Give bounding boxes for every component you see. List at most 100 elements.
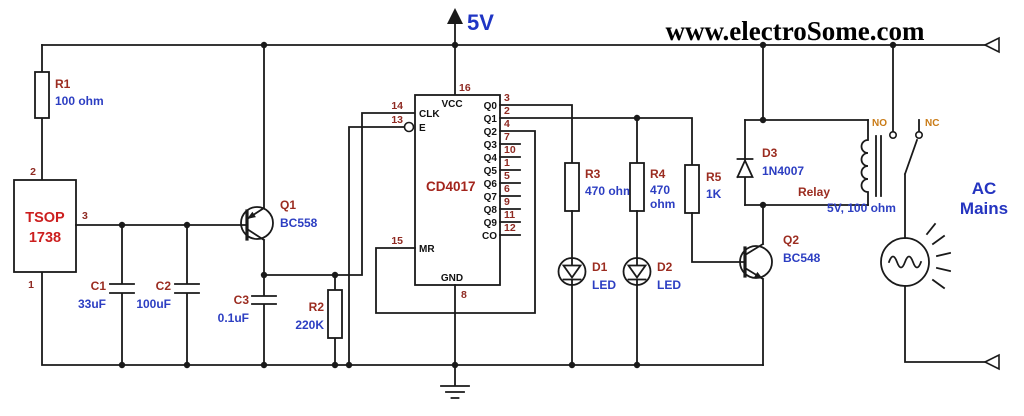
relay-coil-symbol — [860, 119, 869, 206]
ic-clk-label: CLK — [419, 109, 440, 120]
ac-label-1: AC — [972, 179, 997, 198]
q1-emitter-arrow-icon — [247, 211, 256, 219]
ic-co-num: 12 — [504, 222, 516, 234]
relay-and-d3: D3 1N4007 Relay 5V, 100 ohm — [736, 44, 896, 215]
r1-value: 100 ohm — [55, 94, 104, 108]
ic-q9-num: 11 — [504, 209, 515, 221]
ic-e-num: 13 — [391, 114, 403, 126]
q1-ref: Q1 — [280, 198, 296, 212]
no-contact — [888, 131, 897, 140]
ic-q2-label: Q2 — [484, 127, 498, 138]
ic-mr-label: MR — [419, 244, 435, 255]
ic-q0-label: Q0 — [484, 101, 498, 112]
ic-cd4017: CD4017 VCC 16 GND 8 CLK 14 E 13 MR 15 Q0… — [348, 82, 693, 366]
r2-value: 220K — [295, 318, 324, 332]
ac-terminal-bottom — [983, 353, 1000, 371]
transistor-q1: Q1 BC558 — [240, 44, 318, 276]
ground-symbol — [440, 364, 470, 399]
r4-value-1: 470 — [650, 183, 670, 197]
ic-q1-label: Q1 — [484, 114, 498, 125]
c2-value: 100uF — [136, 297, 171, 311]
tsop-symbol — [13, 179, 77, 273]
r1-ref: R1 — [55, 77, 71, 91]
resistor-r5: R5 1K — [684, 164, 746, 263]
ic-gnd-num: 8 — [461, 289, 467, 301]
supply-5v: 5V — [447, 8, 494, 96]
q1-value: BC558 — [280, 216, 318, 230]
ic-mr-num: 15 — [391, 235, 403, 247]
r5-ref: R5 — [706, 170, 722, 184]
c1-ref: C1 — [91, 279, 107, 293]
ic-vcc-num: 16 — [459, 82, 471, 94]
resistor-r1: R1 100 ohm — [34, 71, 104, 119]
r2-ref: R2 — [309, 300, 325, 314]
q2-emitter-arrow-icon — [754, 271, 763, 279]
q2-value: BC548 — [783, 251, 821, 265]
ic-q4-label: Q4 — [484, 153, 498, 164]
resistor-r2-symbol — [327, 289, 343, 339]
clock-node — [263, 112, 416, 276]
ac-terminal-top — [983, 36, 1000, 54]
capacitor-c1: C1 33uF — [78, 224, 135, 366]
ic-q7-num: 6 — [504, 183, 510, 195]
ic-q3-num: 7 — [504, 131, 510, 143]
ic-q3-label: Q3 — [484, 140, 498, 151]
tsop-pin-1: 1 — [28, 279, 34, 291]
ic-q8-num: 9 — [504, 196, 510, 208]
d2-value: LED — [657, 278, 681, 292]
c3-ref: C3 — [234, 293, 250, 307]
r5-value: 1K — [706, 187, 722, 201]
lamp-filament — [887, 255, 923, 269]
supply-arrow-icon — [447, 8, 463, 24]
supply-label: 5V — [467, 10, 494, 35]
ic-q7-label: Q7 — [484, 192, 498, 203]
r3-value: 470 ohm — [585, 184, 634, 198]
ic-q1-num: 2 — [504, 105, 510, 117]
ic-e-label: E — [419, 123, 426, 134]
ic-q6-label: Q6 — [484, 179, 498, 190]
led-d2: D2 LED — [622, 257, 681, 366]
c1-value: 33uF — [78, 297, 106, 311]
resistor-r2: R2 220K — [295, 274, 343, 366]
relay-contacts: NO NC — [872, 44, 939, 239]
ic-gnd-label: GND — [441, 273, 463, 284]
d1-ref: D1 — [592, 260, 608, 274]
tsop-pin-3: 3 — [82, 210, 88, 222]
d3-ref: D3 — [762, 146, 778, 160]
site-title: www.electroSome.com — [666, 16, 925, 46]
d1-value: LED — [592, 278, 616, 292]
nc-label: NC — [925, 118, 939, 129]
r3-ref: R3 — [585, 167, 601, 181]
relay-ref: Relay — [798, 185, 830, 199]
r4-ref: R4 — [650, 167, 666, 181]
resistor-r1-symbol — [34, 71, 50, 119]
ir-receiver-tsop1738: TSOP 1738 2 3 1 — [13, 166, 248, 291]
ic-q8-label: Q8 — [484, 205, 498, 216]
ic-q5-label: Q5 — [484, 166, 498, 177]
ac-mains: AC Mains — [960, 36, 1008, 371]
lamp-rays-icon — [925, 222, 952, 290]
ic-vcc-label: VCC — [441, 99, 462, 110]
no-label: NO — [872, 118, 887, 129]
power-rails — [41, 44, 986, 366]
transistor-q2: Q2 BC548 — [739, 204, 821, 366]
ic-q4-num: 10 — [504, 144, 516, 156]
capacitor-c2: C2 100uF — [136, 224, 200, 366]
ic-clk-num: 14 — [391, 100, 403, 112]
resistor-r4-symbol — [629, 162, 645, 212]
ic-q5-num: 1 — [504, 157, 510, 169]
q2-ref: Q2 — [783, 233, 799, 247]
lamp — [880, 222, 986, 363]
junction-dots — [118, 41, 897, 369]
ic-q6-num: 5 — [504, 170, 510, 182]
led-d1: D1 LED — [557, 257, 616, 366]
d3-value: 1N4007 — [762, 164, 804, 178]
q1-symbol — [240, 206, 274, 240]
tsop-name-2: 1738 — [29, 230, 61, 246]
nc-contact — [914, 131, 923, 140]
resistor-r5-symbol — [684, 164, 700, 214]
tsop-name-1: TSOP — [25, 210, 65, 226]
d2-ref: D2 — [657, 260, 673, 274]
ic-name: CD4017 — [426, 179, 476, 194]
